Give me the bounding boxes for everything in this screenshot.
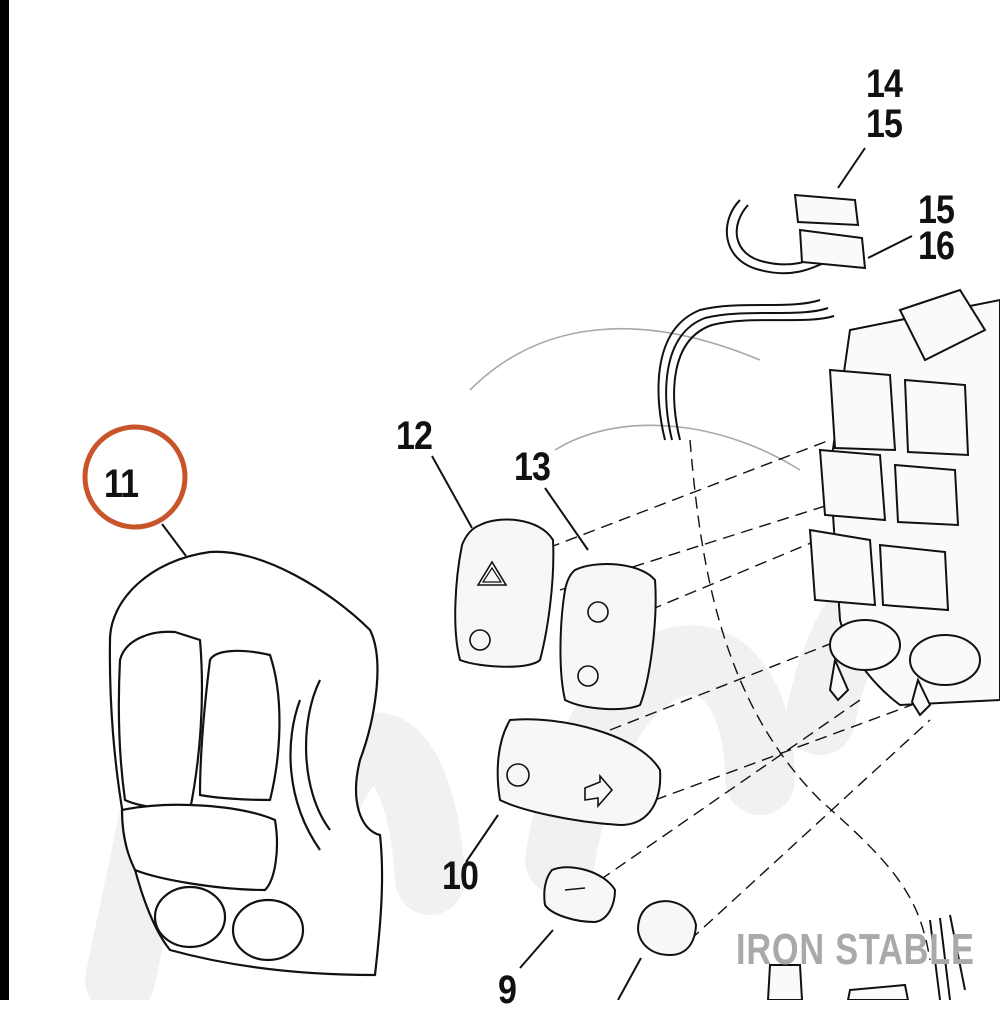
highlight-circle-11 [82, 424, 188, 530]
switch-housing-part-11 [108, 550, 384, 977]
callout-16: 16 [918, 224, 955, 268]
callout-11: 11 [104, 462, 139, 506]
callout-leaders [161, 147, 913, 1000]
callout-14: 14 [866, 62, 903, 106]
button-part-13 [559, 563, 657, 711]
callout-15-top: 15 [866, 102, 903, 146]
dashed-leader-lines [547, 439, 931, 961]
guide-arcs [469, 327, 801, 471]
button-part-small [636, 900, 698, 957]
callout-10: 10 [442, 854, 479, 898]
button-part-10 [496, 718, 662, 827]
callout-9: 9 [498, 968, 517, 1012]
button-part-12 [454, 518, 555, 668]
callout-12: 12 [396, 414, 433, 458]
callout-13: 13 [514, 445, 551, 489]
control-module-assembly [808, 288, 1000, 717]
watermark-text: IRON STABLE [736, 925, 975, 974]
callout-15-right: 15 [918, 188, 955, 232]
connector-15 [793, 193, 867, 270]
button-part-9 [543, 866, 617, 924]
left-border-bar [0, 0, 9, 1000]
bottom-connectors [766, 914, 966, 1000]
